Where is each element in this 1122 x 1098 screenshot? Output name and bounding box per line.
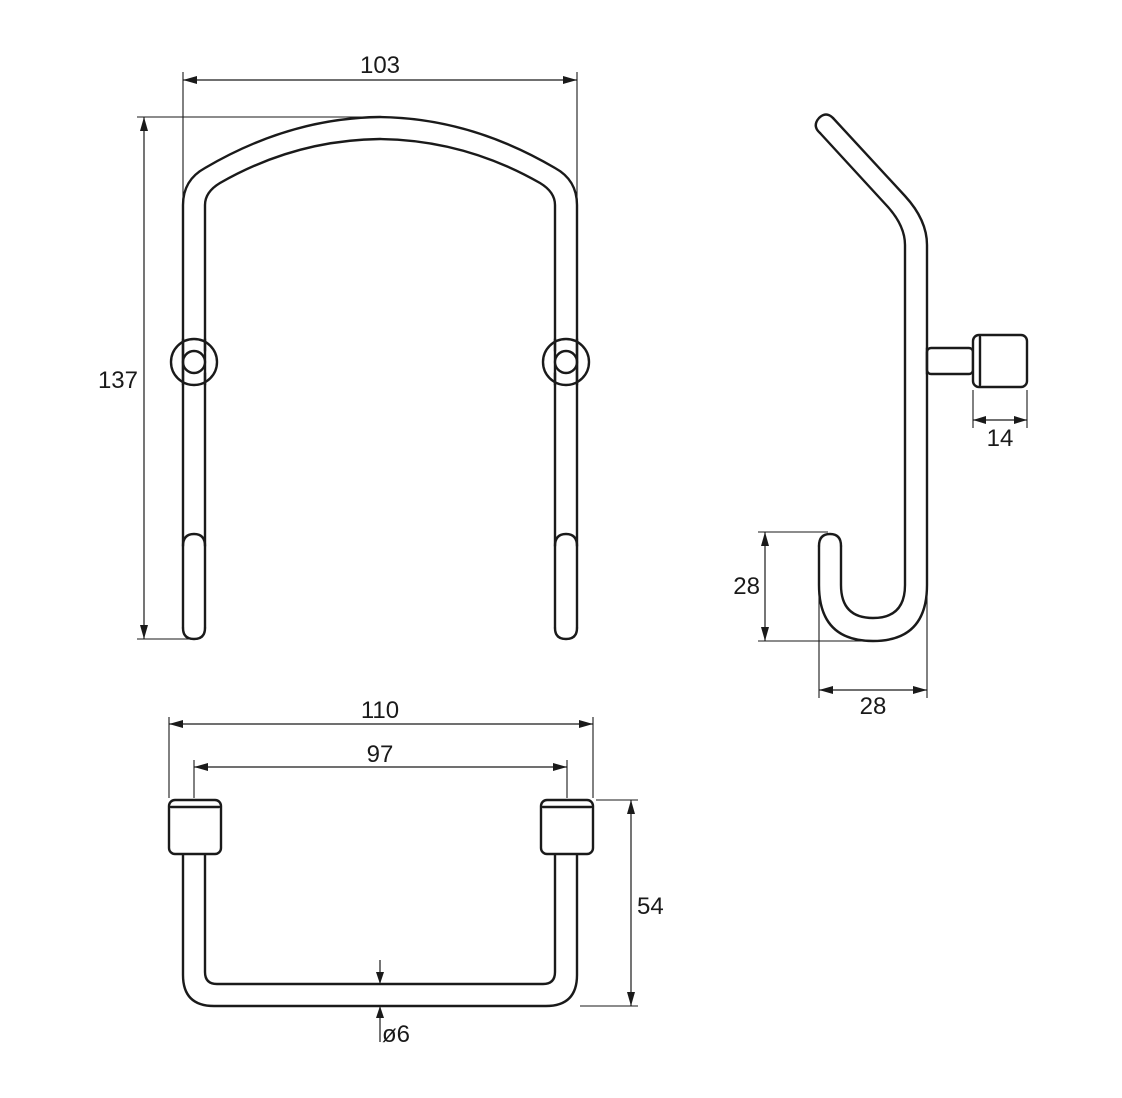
front-mount-left-outer (169, 337, 219, 387)
top-mount-left (167, 798, 223, 856)
dim-side-hook-width-label: 28 (860, 693, 887, 720)
front-rod-cap-right (553, 532, 579, 548)
front-rod-end-left (181, 626, 207, 641)
side-view (814, 113, 1029, 643)
dim-top-inner-width: 97 (193, 741, 568, 798)
front-rod-inner (203, 137, 557, 630)
dim-side-hook-height: 28 (733, 531, 870, 642)
side-hook-top-end (814, 113, 835, 135)
dim-top-inner-width-label: 97 (367, 741, 394, 768)
dim-side-hook-width: 28 (818, 590, 928, 720)
dim-top-depth-label: 54 (637, 893, 664, 920)
front-mount-right-inner (553, 349, 579, 375)
dim-front-width: 103 (182, 52, 578, 200)
dim-side-mount-label: 14 (987, 425, 1014, 452)
side-hook-outer (817, 116, 929, 643)
side-hook-inner (818, 131, 907, 620)
front-rod-outer (181, 115, 579, 630)
dim-top-outer-width-label: 110 (361, 697, 399, 724)
front-mount-right-outer (541, 337, 591, 387)
front-view (169, 115, 591, 641)
dim-top-outer-width: 110 (168, 697, 594, 798)
dim-rod-diameter-label: ø6 (382, 1021, 410, 1048)
front-rod-cap-left (181, 532, 207, 548)
side-mount-cap (971, 333, 1029, 389)
side-mount-stud (925, 346, 975, 376)
dim-side-mount: 14 (972, 390, 1028, 452)
front-mount-left-inner (181, 349, 207, 375)
dim-front-height: 137 (98, 116, 380, 640)
front-rod-end-right (553, 626, 579, 641)
dim-front-height-label: 137 (98, 367, 138, 394)
dim-top-depth: 54 (580, 799, 664, 1007)
top-mount-right (539, 798, 595, 856)
dim-front-width-label: 103 (360, 52, 400, 79)
dim-side-hook-height-label: 28 (733, 573, 760, 600)
side-hook-tip (817, 532, 843, 548)
dim-rod-diameter: ø6 (376, 960, 410, 1048)
